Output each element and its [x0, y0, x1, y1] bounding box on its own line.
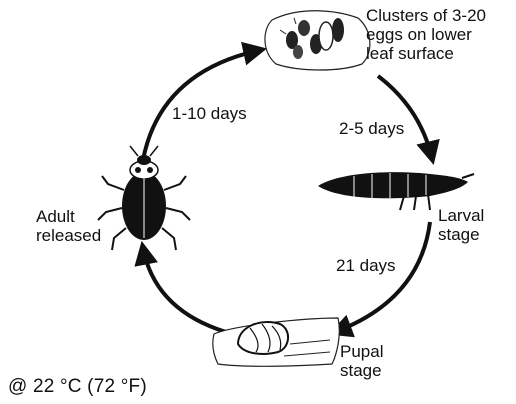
temperature-note: @ 22 °C (72 °F) — [8, 376, 147, 398]
pupal-stage-label: Pupal stage — [340, 342, 383, 380]
arrow-pupa-to-adult — [143, 248, 226, 332]
eggs-stage-label: Clusters of 3-20 eggs on lower leaf surf… — [366, 6, 486, 63]
pupa-illustration — [213, 318, 340, 366]
duration-larva-to-pupa: 21 days — [336, 256, 396, 275]
larval-stage-label: Larval stage — [438, 206, 484, 244]
larva-illustration — [318, 172, 474, 210]
adult-beetle-illustration — [98, 146, 190, 250]
arrow-larva-to-pupa — [335, 222, 430, 332]
duration-adult-to-eggs: 1-10 days — [172, 104, 247, 123]
adult-stage-label: Adult released — [36, 207, 101, 245]
duration-eggs-to-larva: 2-5 days — [339, 119, 404, 138]
egg-cluster-illustration — [265, 11, 370, 70]
arrow-eggs-to-larva — [378, 76, 432, 158]
